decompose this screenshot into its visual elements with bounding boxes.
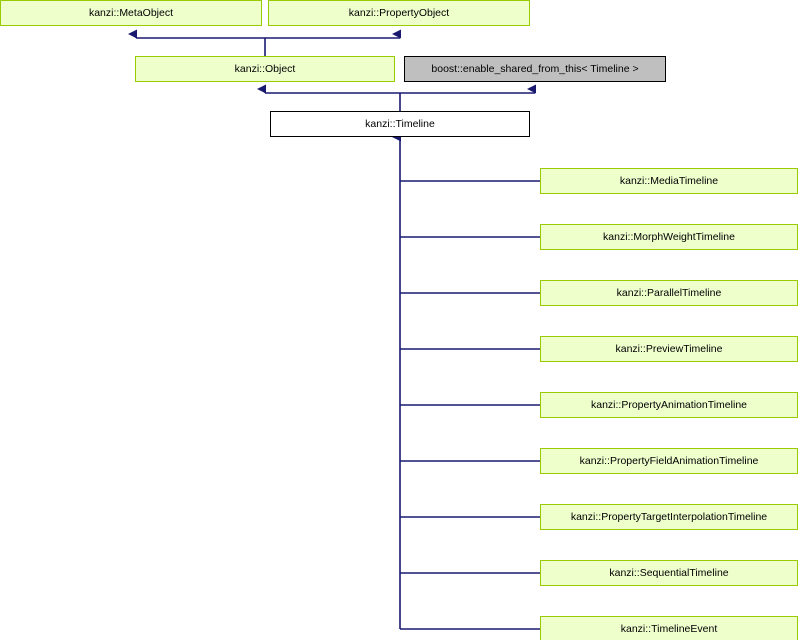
node-label: kanzi::PropertyTargetInterpolationTimeli… [570, 511, 768, 523]
node-derived-6[interactable]: kanzi::PropertyTargetInterpolationTimeli… [540, 504, 798, 530]
node-derived-3[interactable]: kanzi::PreviewTimeline [540, 336, 798, 362]
node-derived-4[interactable]: kanzi::PropertyAnimationTimeline [540, 392, 798, 418]
node-boost-enable-shared-from-this[interactable]: boost::enable_shared_from_this< Timeline… [404, 56, 666, 82]
node-label: kanzi::SequentialTimeline [609, 567, 729, 579]
node-derived-5[interactable]: kanzi::PropertyFieldAnimationTimeline [540, 448, 798, 474]
node-kanzi-timeline[interactable]: kanzi::Timeline [270, 111, 530, 137]
node-label: kanzi::PropertyFieldAnimationTimeline [579, 455, 759, 467]
node-label: kanzi::ParallelTimeline [616, 287, 722, 299]
node-label: kanzi::MetaObject [88, 7, 174, 19]
node-derived-7[interactable]: kanzi::SequentialTimeline [540, 560, 798, 586]
node-label: kanzi::Timeline [365, 118, 435, 130]
edge-metaobject-to-object [128, 29, 400, 39]
derived-branch-lines [400, 180, 540, 630]
edge-object-to-timeline [257, 84, 535, 94]
node-label: kanzi::PreviewTimeline [615, 343, 723, 355]
node-derived-0[interactable]: kanzi::MediaTimeline [540, 168, 798, 194]
node-label: kanzi::TimelineEvent [620, 623, 718, 635]
node-kanzi-propertyobject[interactable]: kanzi::PropertyObject [268, 0, 530, 26]
node-kanzi-metaobject[interactable]: kanzi::MetaObject [0, 0, 262, 26]
node-label: kanzi::MorphWeightTimeline [603, 231, 735, 243]
node-label: kanzi::MediaTimeline [619, 175, 719, 187]
node-derived-8[interactable]: kanzi::TimelineEvent [540, 616, 798, 640]
node-label: kanzi::PropertyAnimationTimeline [590, 399, 747, 411]
node-label: kanzi::Object [234, 63, 296, 75]
node-label: kanzi::PropertyObject [348, 7, 450, 19]
node-derived-1[interactable]: kanzi::MorphWeightTimeline [540, 224, 798, 250]
node-label: boost::enable_shared_from_this< Timeline… [431, 63, 639, 75]
node-kanzi-object[interactable]: kanzi::Object [135, 56, 395, 82]
node-derived-2[interactable]: kanzi::ParallelTimeline [540, 280, 798, 306]
